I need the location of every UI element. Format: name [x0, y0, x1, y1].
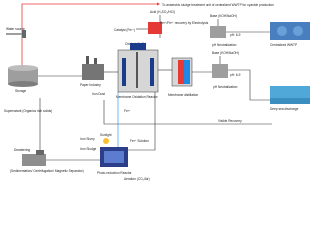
storage-bottom — [8, 81, 38, 87]
sunlight-label: Sunlight — [100, 133, 112, 137]
ph-mid-label: pH: 6-9 — [230, 73, 241, 77]
storage-label: Storage — [15, 89, 26, 93]
reactor-shaft — [136, 52, 138, 88]
acid-label: Acid (H₂SO₄/HCl) — [150, 10, 175, 14]
water-source-node: Water source — [6, 27, 26, 38]
centralized-label: Centralized WWTP — [270, 43, 297, 47]
photo-reactor-label: Photo-reduction Reactor — [97, 171, 132, 175]
water-source-pipe — [6, 33, 22, 35]
sludge-arrow-head — [157, 2, 160, 6]
wwtp-tank-2 — [293, 26, 303, 36]
top-note-label: To anaerobic sludge treatment unit of ce… — [162, 3, 274, 7]
reactor-membrane-right — [150, 58, 154, 86]
water-source-valve — [22, 30, 26, 38]
dewatering-motor — [36, 150, 44, 155]
reactor-motor — [130, 43, 146, 50]
photo-reduction-reactor: Photo-reduction Reactor Aeration (CO₂/Ai… — [97, 147, 150, 181]
distillation-label: Membrane distillation — [168, 93, 198, 97]
fe-recovery-unit — [148, 22, 162, 34]
aeration-label: Aeration (CO₂/Air) — [124, 177, 150, 181]
fe-small-label: Fe³⁺ — [124, 109, 131, 113]
storage-tank: Storage — [8, 65, 38, 93]
neutralization-mid-body — [212, 64, 228, 78]
sun-icon — [103, 138, 109, 144]
base-top-label: Base (KOH/NaOH) — [210, 14, 237, 18]
storage-top — [8, 65, 38, 71]
iron-slurry-line — [100, 92, 119, 151]
fe-solution-line — [128, 92, 156, 151]
photo-reactor-window — [104, 151, 124, 163]
supernatant-label: Supernatant (Organics rich solids) — [4, 109, 52, 113]
factory-body — [82, 64, 104, 80]
sludge-flow-line — [21, 3, 157, 68]
reactor-membrane-left — [122, 58, 126, 86]
paper-industry-label: Paper Industry — [80, 83, 101, 87]
to-deep-sea-line — [228, 69, 270, 101]
process-flow-diagram: To anaerobic sludge treatment unit of ce… — [4, 2, 310, 181]
iron-sludge-label: Iron Sludge — [80, 147, 97, 151]
iron-dust-label: Iron Dust — [92, 92, 105, 96]
membrane-distillation-unit: Membrane distillation — [168, 57, 198, 97]
neutralization-mid-label: pH Neutralization — [213, 85, 238, 89]
centralized-wwtp: Centralized WWTP — [270, 22, 310, 47]
iron-slurry-label: Iron Slurry — [80, 137, 95, 141]
neutralization-top-label: pH Neutralization — [212, 43, 237, 47]
base-mid-label: Base (KOH/NaOH) — [212, 51, 239, 55]
dewatering-tank — [22, 154, 46, 166]
neutralization-tank-top: pH Neutralization pH: 6-9 — [210, 26, 241, 47]
water-source-label: Water source — [6, 27, 25, 31]
dewater-methods-label: (Sedimentation/ Centrifugation/ Magnetic… — [10, 169, 84, 173]
sea-waves — [270, 98, 310, 104]
ph-top-label: pH: 6-9 — [230, 33, 241, 37]
factory-chimney — [86, 56, 89, 64]
paper-industry-node: Paper Industry Iron Dust — [80, 56, 105, 96]
distillation-hot-side — [178, 60, 184, 84]
dewatering-unit: Dewatering (Sedimentation/ Centrifugatio… — [10, 148, 84, 173]
membrane-oxidation-reactor: Membrane Oxidation Reactor — [116, 43, 159, 99]
wwtp-tank-1 — [277, 26, 287, 36]
storage-body — [8, 68, 38, 84]
wwtp-image — [270, 22, 310, 40]
catalyst-label: Catalyst (Fe²⁺) — [114, 28, 135, 32]
neutralization-top-body — [210, 26, 226, 38]
fe-recovery-label: Fe²⁺/Fe³⁺ recovery by Electrolysis — [160, 21, 209, 25]
neutralization-tank-mid: pH Neutralization pH: 6-9 — [212, 64, 241, 89]
visible-recovery-label: Visible Recovery — [218, 119, 242, 123]
deep-sea-label: Deep sea discharge — [270, 107, 299, 111]
fe-solution-label: Fe³⁺ Solution — [130, 139, 149, 143]
distillation-cold-side — [184, 60, 190, 84]
dewatering-label: Dewatering — [14, 148, 30, 152]
deep-sea-discharge: Deep sea discharge — [270, 86, 310, 111]
reactor-label: Membrane Oxidation Reactor — [116, 95, 159, 99]
sunlight-source: Sunlight — [100, 133, 112, 144]
factory-chimney-2 — [94, 58, 97, 64]
visible-recovery-line — [103, 100, 272, 125]
